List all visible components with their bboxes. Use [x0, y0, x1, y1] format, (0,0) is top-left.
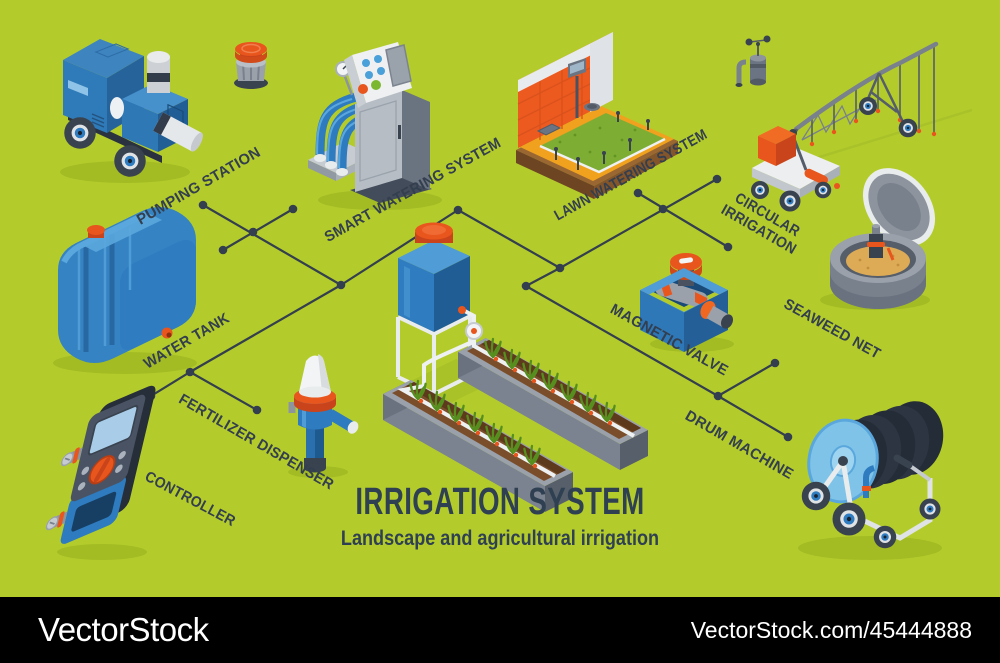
drum-machine-illustration	[798, 401, 944, 560]
circular-irrigation-illustration	[751, 41, 973, 212]
lawn-watering-system-illustration	[516, 32, 678, 199]
fertilizer-dispenser-illustration	[288, 354, 359, 478]
smart-watering-system-illustration	[308, 42, 442, 210]
title-block: IRRIGATION SYSTEM Landscape and agricult…	[0, 481, 1000, 551]
flowchart-lines	[150, 178, 789, 438]
watermark-bar: VectorStock VectorStock.com/45444888	[0, 597, 1000, 663]
emergency-button-illustration	[234, 42, 268, 89]
drip-irrigation-beds-illustration	[383, 222, 648, 512]
pumping-station-illustration	[60, 39, 203, 183]
seaweed-net-illustration	[820, 168, 936, 310]
weather-sensor-illustration	[735, 35, 771, 87]
label-drum-machine: DRUM MACHINE	[682, 407, 796, 483]
magnetic-valve-illustration	[640, 253, 734, 352]
infographic-subtitle: Landscape and agricultural irrigation	[340, 527, 660, 550]
water-tank-illustration	[53, 207, 197, 374]
vectorstock-logo-text: VectorStock	[38, 611, 209, 648]
infographic-title: IRRIGATION SYSTEM	[355, 481, 645, 523]
controller-illustration	[45, 385, 156, 560]
vectorstock-url[interactable]: VectorStock.com/45444888	[690, 616, 972, 643]
flowchart-nodes	[146, 174, 793, 442]
